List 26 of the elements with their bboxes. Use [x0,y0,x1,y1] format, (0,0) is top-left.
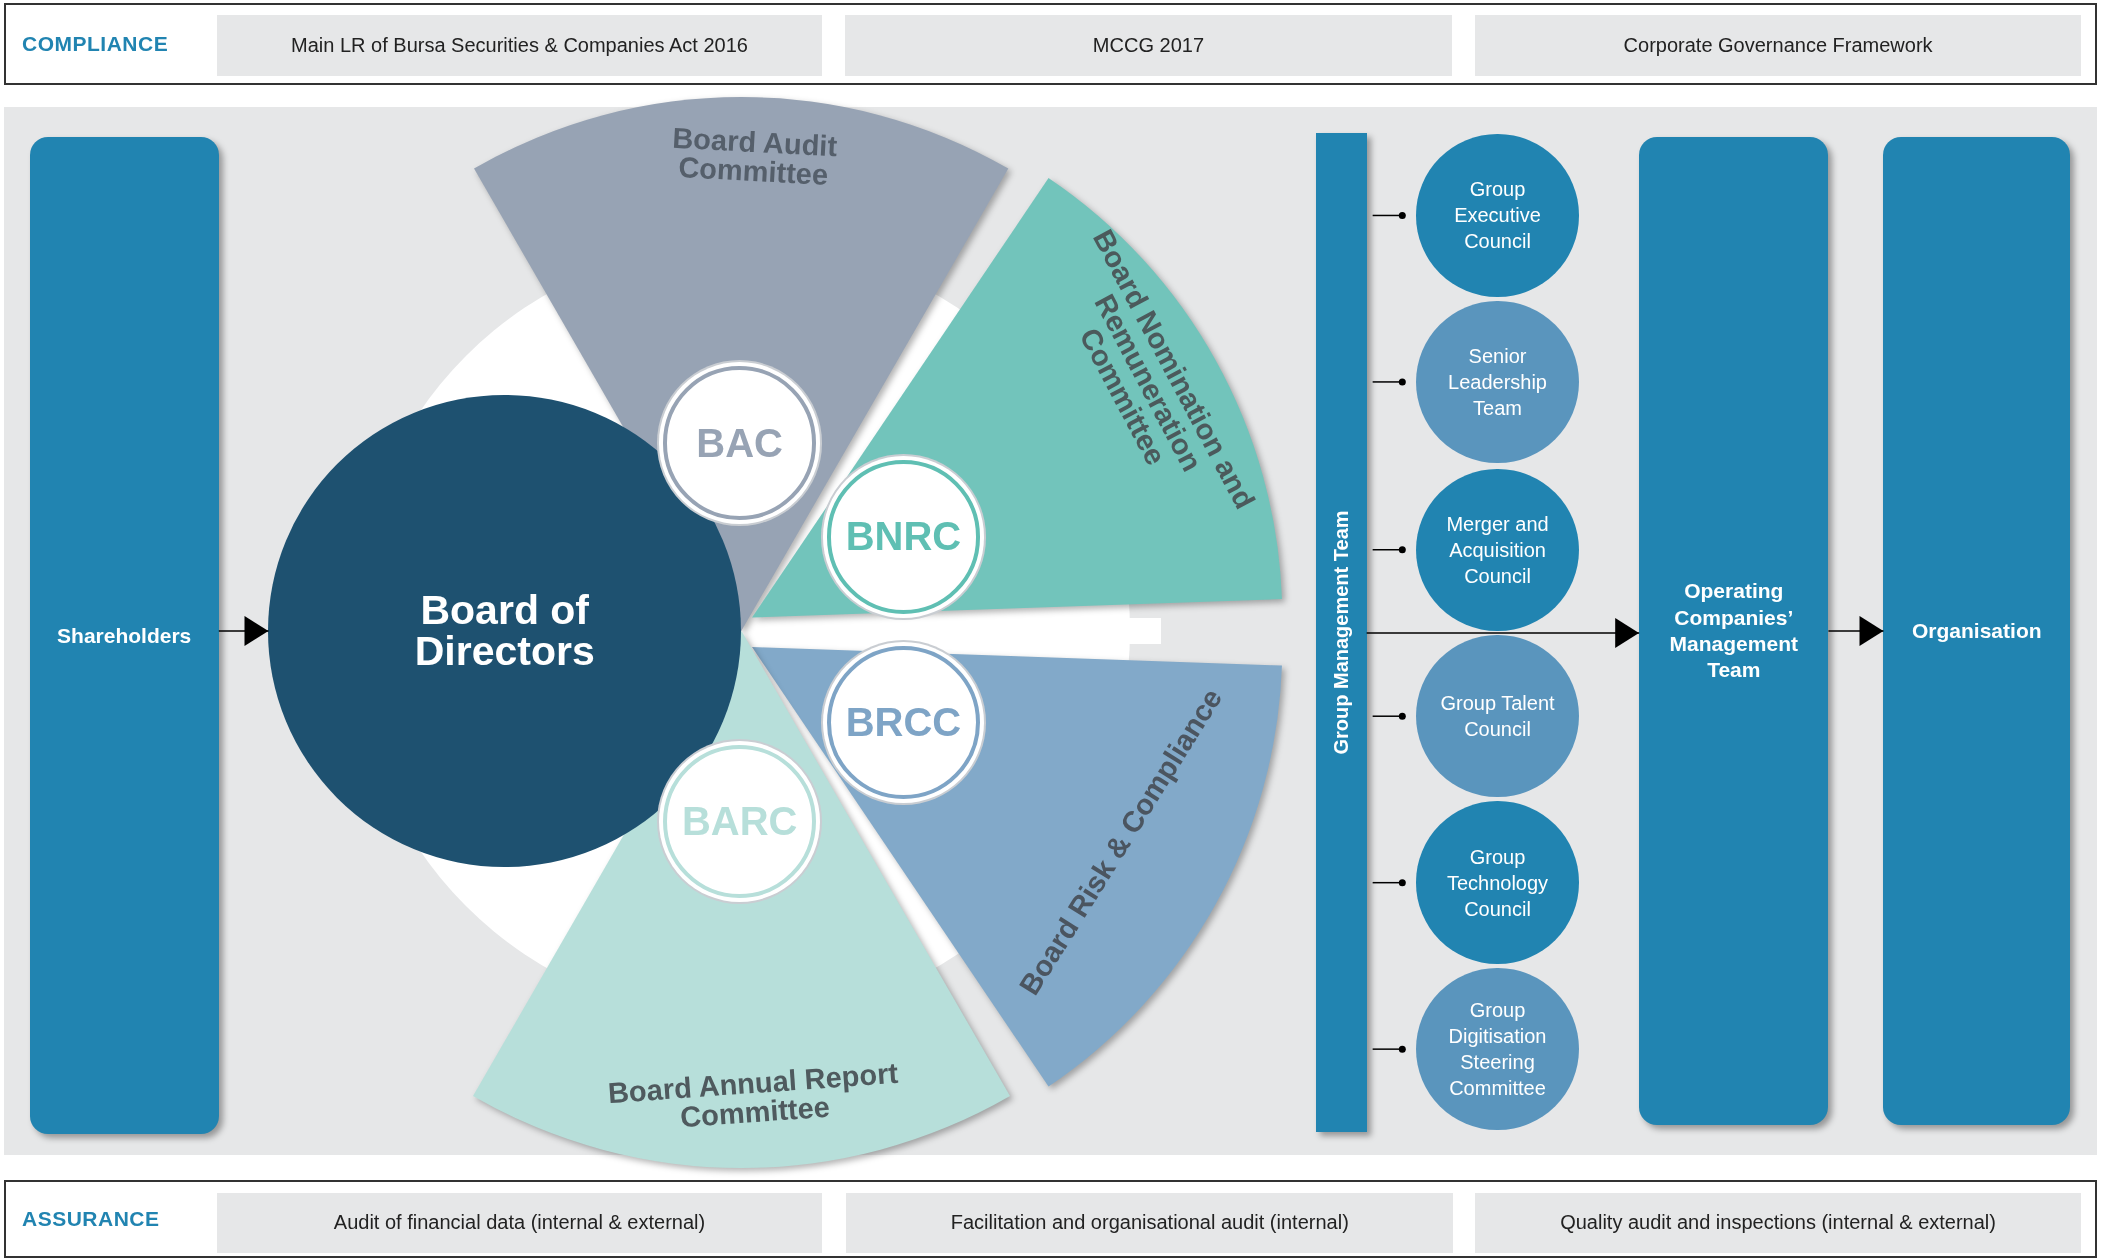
info-box: Facilitation and organisational audit (internal) [846,1192,1454,1254]
connector-line [1371,712,1406,720]
section-heading: COMPLIANCE [22,31,169,56]
info-box: MCCG 2017 [845,15,1452,76]
column-bar: Shareholders [29,136,219,1135]
connector-line [1371,546,1406,554]
column-bar: Operating Companies’ Management Team [1639,136,1829,1125]
arrow [1365,618,1640,648]
info-box: Main LR of Bursa Securities & Companies Act 2016 [216,15,823,76]
column-bar: Organisation [1883,136,2071,1125]
connector-line [1371,1045,1406,1053]
connector-line [1371,378,1406,386]
sector-label: Board Audit Committee [671,122,840,192]
info-box: Quality audit and inspections (internal & external) [1474,1192,2082,1254]
section-frame [4,1180,2097,1258]
info-box: Audit of financial data (internal & external) [216,1192,823,1254]
bar-label: Group Management Team [1329,510,1353,755]
arrow [1827,615,1885,646]
connector-line [1371,879,1406,887]
section-heading: ASSURANCE [22,1206,160,1231]
section-frame [4,2,2097,85]
connector-line [1371,211,1406,219]
column-bar [1315,132,1367,1132]
sector-label: Board Annual Report Committee [606,1057,901,1136]
info-box: Corporate Governance Framework [1474,15,2082,76]
arrow [218,615,270,646]
